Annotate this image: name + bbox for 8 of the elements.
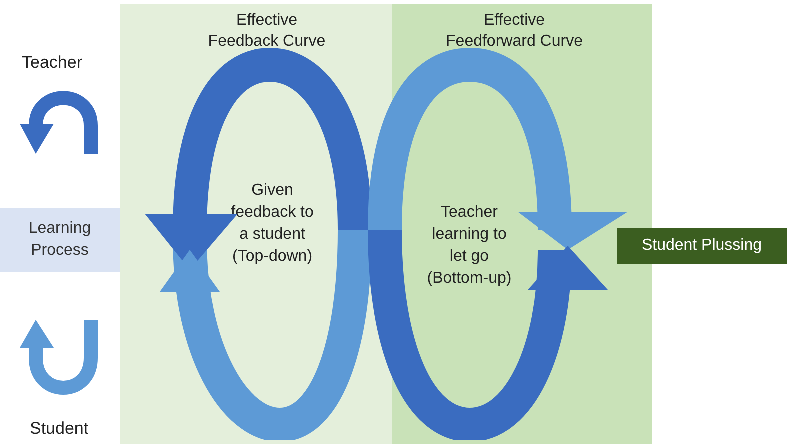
loop-caption: Teacher learning to let go (Bottom-up) — [422, 202, 517, 290]
role-label: Student — [30, 418, 89, 440]
process-label: Learning Process — [0, 208, 120, 272]
loop-caption: Given feedback to a student (Top-down) — [225, 180, 320, 268]
role-label: Teacher — [22, 52, 82, 74]
panel-heading: Effective Feedforward Curve — [445, 11, 584, 52]
panel-heading: Effective Feedback Curve — [207, 11, 327, 52]
outcome-label: Student Plussing — [617, 228, 787, 264]
